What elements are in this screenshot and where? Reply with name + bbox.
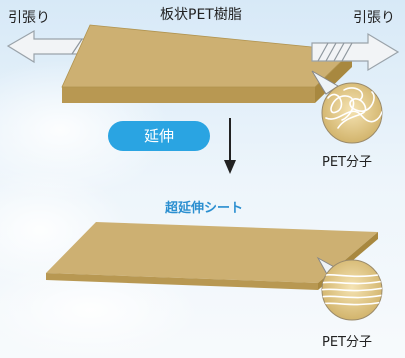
sheet-label: 板状PET樹脂 <box>160 7 242 23</box>
pet-resin-plate <box>61 24 353 103</box>
cloud-shape <box>0 260 200 358</box>
molecule-bottom-label: PET分子 <box>322 335 372 350</box>
pull-right-label: 引張り <box>353 10 395 26</box>
process-badge: 延伸 <box>108 121 210 151</box>
pull-left-label: 引張り <box>8 10 50 26</box>
molecule-top-label: PET分子 <box>322 155 372 170</box>
right-pull-arrow <box>311 32 400 72</box>
down-arrow <box>224 118 236 174</box>
tangled-molecule-icon <box>321 82 383 144</box>
result-label: 超延伸シート <box>165 201 244 216</box>
aligned-molecule-icon <box>321 259 383 321</box>
